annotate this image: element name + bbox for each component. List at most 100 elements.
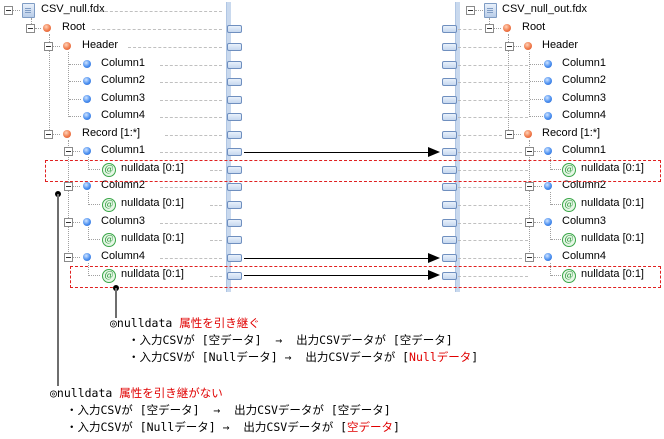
tree-node-root[interactable]: Root	[62, 21, 86, 33]
source-port[interactable]	[227, 43, 242, 51]
tree-node-record-column1[interactable]: Column1	[101, 144, 146, 156]
note-no-inherit-title: ◎nulldata 属性を引き継がない	[50, 385, 223, 401]
tree-node-nulldata-3[interactable]: nulldata [0:1]	[581, 232, 644, 244]
collapse-toggle[interactable]	[525, 182, 534, 191]
tree-connector	[49, 34, 50, 136]
attribute-icon: @	[102, 198, 116, 212]
target-port[interactable]	[442, 148, 457, 156]
target-port[interactable]	[442, 272, 457, 280]
tree-node-record-column3[interactable]: Column3	[101, 215, 146, 227]
tree-node-header-column4[interactable]: Column4	[562, 109, 607, 121]
tree-connector	[53, 46, 60, 47]
collapse-toggle[interactable]	[26, 24, 35, 33]
collapse-toggle[interactable]	[505, 130, 514, 139]
tree-connector	[69, 99, 81, 100]
collapse-toggle[interactable]	[4, 6, 13, 15]
tree-connector	[550, 157, 551, 170]
target-port[interactable]	[442, 113, 457, 121]
tree-connector	[88, 157, 89, 170]
tree-connector	[69, 81, 81, 82]
source-port[interactable]	[227, 201, 242, 209]
target-port[interactable]	[442, 219, 457, 227]
tree-node-nulldata-1[interactable]: nulldata [0:1]	[121, 162, 184, 174]
source-port[interactable]	[227, 96, 242, 104]
row-guide	[458, 276, 528, 277]
target-port[interactable]	[442, 183, 457, 191]
source-port[interactable]	[227, 236, 242, 244]
leader-line	[57, 194, 59, 386]
collapse-toggle[interactable]	[505, 42, 514, 51]
tree-node-record-column2[interactable]: Column2	[101, 179, 146, 191]
column-icon	[544, 95, 552, 103]
tree-node-nulldata-1[interactable]: nulldata [0:1]	[581, 162, 644, 174]
attribute-icon: @	[102, 269, 116, 283]
target-port[interactable]	[442, 254, 457, 262]
tree-connector	[53, 134, 60, 135]
tree-node-record[interactable]: Record [1:*]	[82, 127, 141, 139]
tree-node-header-column2[interactable]: Column2	[562, 74, 607, 86]
attribute-icon: @	[102, 233, 116, 247]
source-port[interactable]	[227, 272, 242, 280]
target-port[interactable]	[442, 43, 457, 51]
target-port[interactable]	[442, 61, 457, 69]
source-port[interactable]	[227, 25, 242, 33]
tree-node-record-column2[interactable]: Column2	[562, 179, 607, 191]
target-file-name[interactable]: CSV_null_out.fdx	[502, 3, 587, 15]
tree-node-record-column4[interactable]: Column4	[101, 250, 146, 262]
target-port[interactable]	[442, 96, 457, 104]
collapse-toggle[interactable]	[64, 147, 73, 156]
tree-node-header-column2[interactable]: Column2	[101, 74, 146, 86]
source-port[interactable]	[227, 61, 242, 69]
collapse-toggle[interactable]	[466, 6, 475, 15]
note-no-inherit-line2: ・入力CSVが [Nullデータ] → 出力CSVデータが [空データ]	[66, 419, 400, 435]
target-port[interactable]	[442, 131, 457, 139]
target-port[interactable]	[442, 25, 457, 33]
source-file-name[interactable]: CSV_null.fdx	[41, 3, 105, 15]
collapse-toggle[interactable]	[44, 42, 53, 51]
tree-node-root[interactable]: Root	[522, 21, 546, 33]
target-port[interactable]	[442, 201, 457, 209]
row-guide	[160, 187, 222, 188]
tree-node-header[interactable]: Header	[542, 39, 579, 51]
source-port[interactable]	[227, 113, 242, 121]
source-port[interactable]	[227, 148, 242, 156]
column-icon	[83, 77, 91, 85]
target-port[interactable]	[442, 236, 457, 244]
tree-node-nulldata-4[interactable]: nulldata [0:1]	[581, 268, 644, 280]
tree-node-nulldata-2[interactable]: nulldata [0:1]	[581, 197, 644, 209]
source-port[interactable]	[227, 131, 242, 139]
source-port[interactable]	[227, 183, 242, 191]
tree-node-record-column1[interactable]: Column1	[562, 144, 607, 156]
collapse-toggle[interactable]	[525, 253, 534, 262]
tree-node-record[interactable]: Record [1:*]	[542, 127, 601, 139]
element-icon	[43, 24, 51, 32]
collapse-toggle[interactable]	[525, 218, 534, 227]
target-port[interactable]	[442, 166, 457, 174]
tree-node-header-column1[interactable]: Column1	[562, 57, 607, 69]
row-guide	[458, 187, 522, 188]
file-icon	[22, 3, 35, 18]
tree-node-header-column1[interactable]: Column1	[101, 57, 146, 69]
target-port[interactable]	[442, 78, 457, 86]
collapse-toggle[interactable]	[64, 182, 73, 191]
tree-node-nulldata-2[interactable]: nulldata [0:1]	[121, 197, 184, 209]
source-port[interactable]	[227, 78, 242, 86]
source-port[interactable]	[227, 166, 242, 174]
element-icon	[63, 42, 71, 50]
tree-node-record-column4[interactable]: Column4	[562, 250, 607, 262]
collapse-toggle[interactable]	[64, 218, 73, 227]
tree-node-nulldata-3[interactable]: nulldata [0:1]	[121, 232, 184, 244]
tree-node-header-column3[interactable]: Column3	[562, 92, 607, 104]
collapse-toggle[interactable]	[485, 24, 494, 33]
tree-node-nulldata-4[interactable]: nulldata [0:1]	[121, 268, 184, 280]
tree-node-header-column4[interactable]: Column4	[101, 109, 146, 121]
collapse-toggle[interactable]	[44, 130, 53, 139]
tree-node-header[interactable]: Header	[82, 39, 119, 51]
collapse-toggle[interactable]	[64, 253, 73, 262]
collapse-toggle[interactable]	[525, 147, 534, 156]
source-port[interactable]	[227, 219, 242, 227]
source-port[interactable]	[227, 254, 242, 262]
tree-node-record-column3[interactable]: Column3	[562, 215, 607, 227]
tree-node-header-column3[interactable]: Column3	[101, 92, 146, 104]
row-guide	[160, 65, 222, 66]
